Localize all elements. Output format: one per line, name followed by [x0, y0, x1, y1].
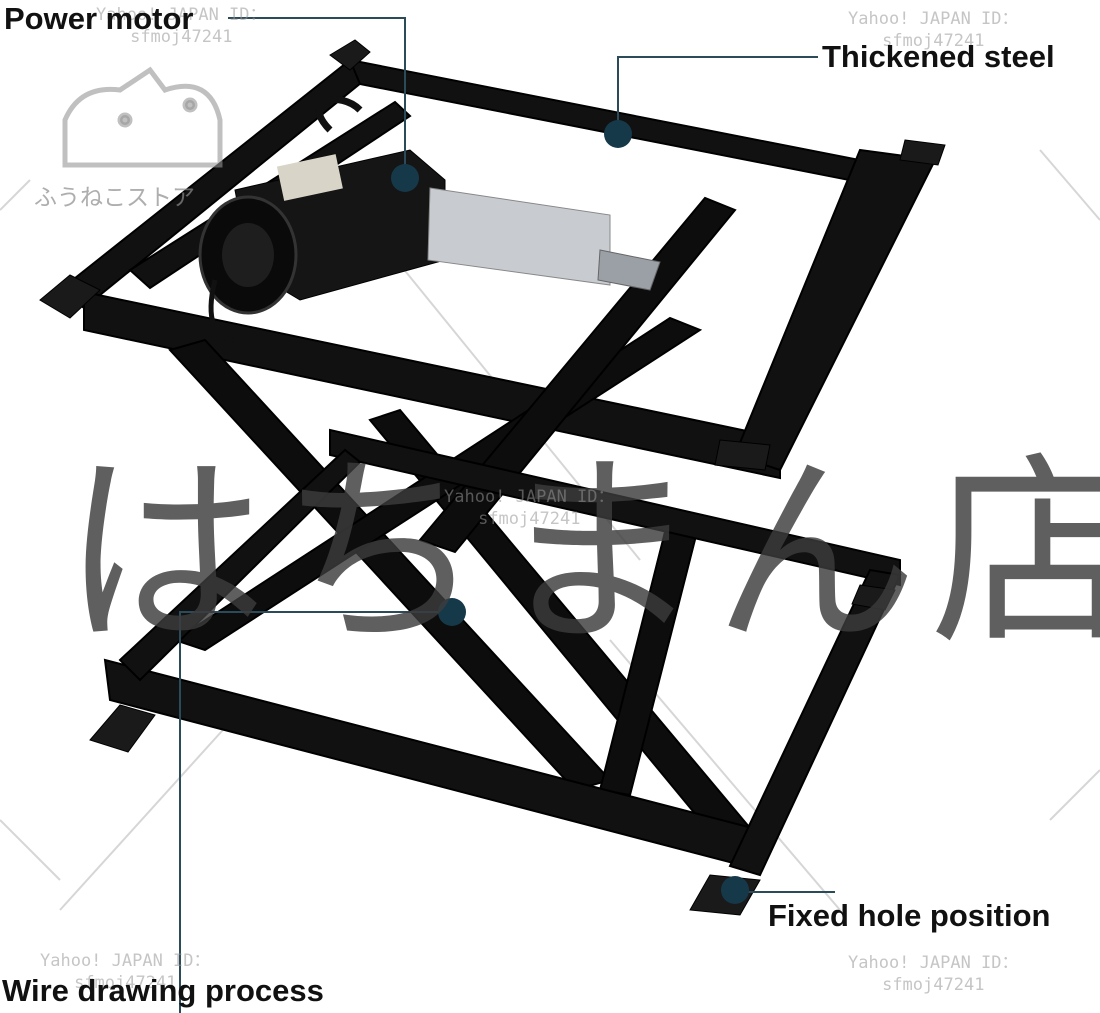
watermark-id-value: sfmoj47241 — [130, 27, 233, 47]
callout-dots — [391, 120, 749, 904]
callout-wire-drawing-process: Wire drawing process — [2, 973, 324, 1008]
store-logo-graphic — [62, 66, 223, 168]
store-logo-text: ふうねこストア — [34, 185, 195, 211]
watermark-id-value: sfmoj47241 — [478, 509, 581, 529]
watermark-id-value: sfmoj47241 — [882, 975, 985, 995]
watermark-top-right: Yahoo! JAPAN ID： sfmoj47241 — [848, 8, 1019, 52]
watermark-id-label: Yahoo! JAPAN ID： — [96, 5, 267, 25]
watermark-id-label: Yahoo! JAPAN ID： — [444, 487, 615, 507]
shop-name-watermark: はちまん店 — [62, 435, 1100, 673]
watermark-bottom-right: Yahoo! JAPAN ID： sfmoj47241 — [848, 952, 1019, 996]
watermark-id-value: sfmoj47241 — [74, 973, 177, 993]
watermark-bottom-left: Yahoo! JAPAN ID： sfmoj47241 — [40, 950, 211, 994]
callout-leaders — [179, 17, 835, 1013]
watermark-top-left: Yahoo! JAPAN ID： sfmoj47241 — [96, 4, 267, 48]
upper-mounting-tabs — [39, 39, 946, 471]
watermark-id-label: Yahoo! JAPAN ID： — [848, 953, 1019, 973]
callout-fixed-hole-position: Fixed hole position — [768, 898, 1051, 933]
watermark-center: Yahoo! JAPAN ID： sfmoj47241 — [444, 486, 615, 530]
watermark-id-label: Yahoo! JAPAN ID： — [848, 9, 1019, 29]
watermark-id-label: Yahoo! JAPAN ID： — [40, 951, 211, 971]
callout-power-motor: Power motor — [4, 1, 194, 36]
callout-thickened-steel: Thickened steel — [822, 39, 1055, 74]
scissor-arms — [168, 196, 762, 852]
watermark-id-value: sfmoj47241 — [882, 31, 985, 51]
power-motor-assembly — [198, 96, 661, 343]
